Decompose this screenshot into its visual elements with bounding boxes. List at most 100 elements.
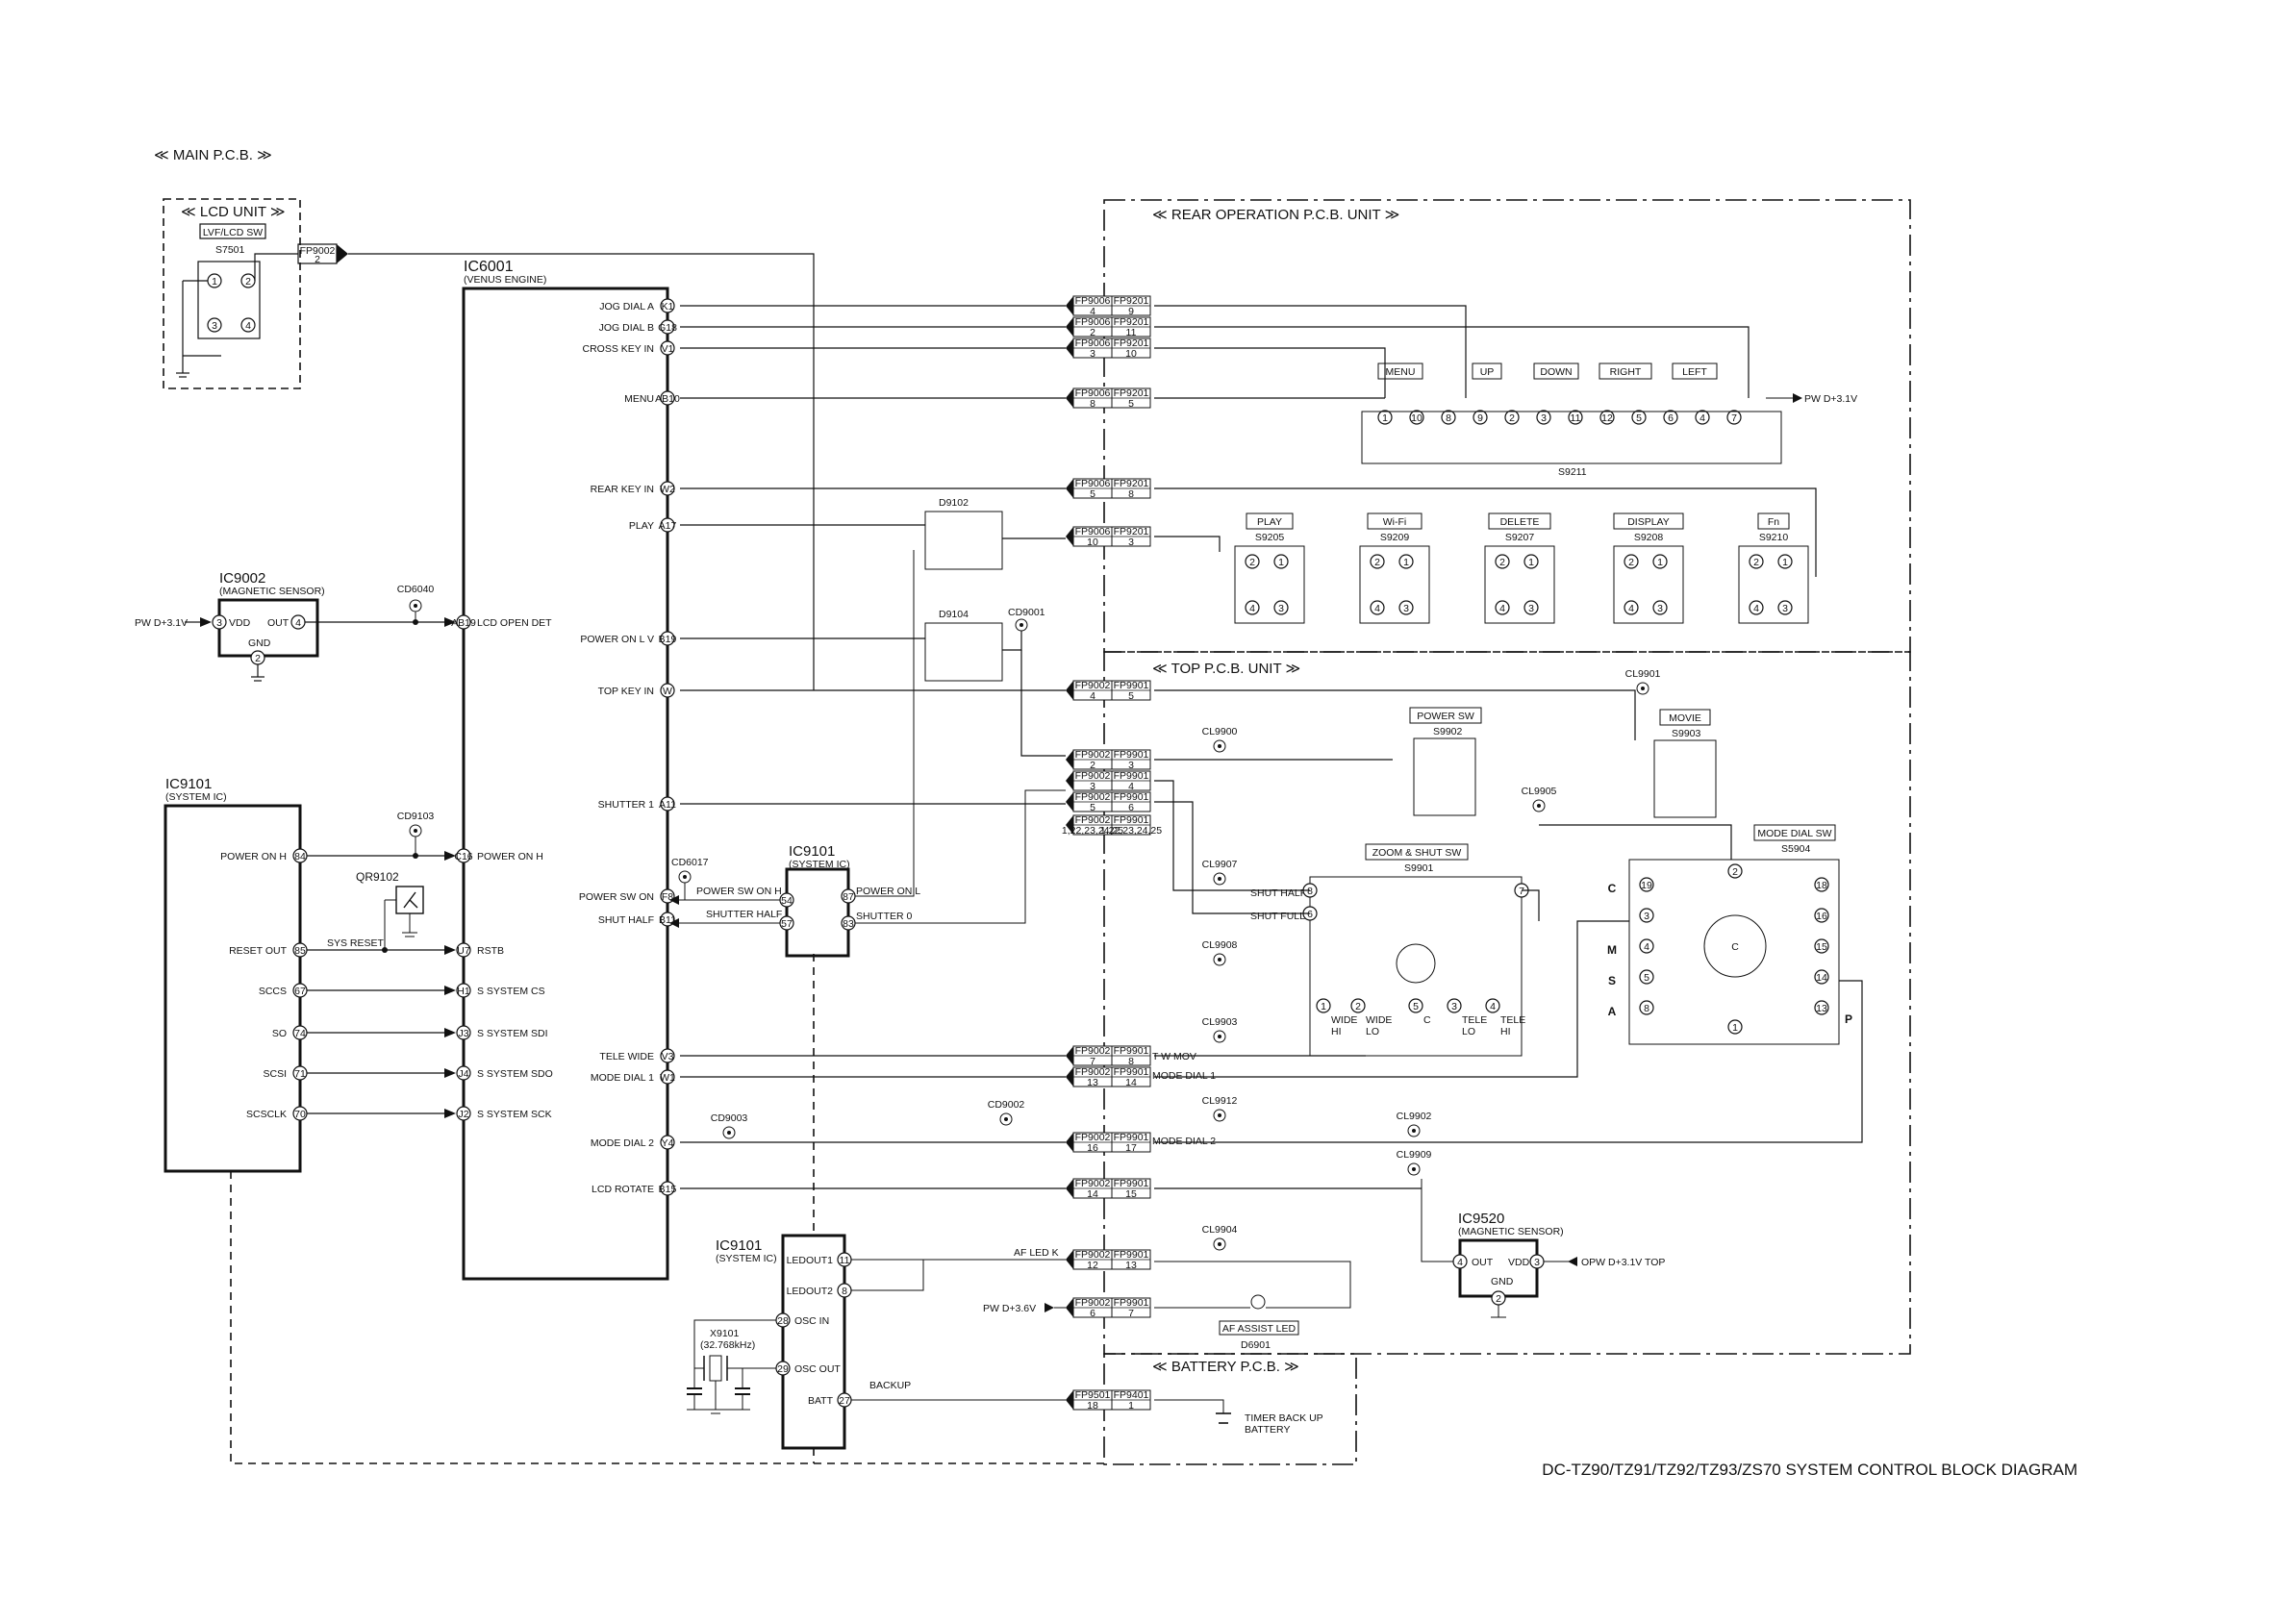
rear-button-pin [1370, 600, 1385, 615]
rear-key-menu: MENU [1386, 366, 1416, 378]
rear-button-ref: S9207 [1505, 532, 1535, 543]
svg-text:3: 3 [1534, 1257, 1540, 1268]
rear-key-pin [1441, 410, 1456, 425]
rear-button-pin-num: 4 [1499, 603, 1505, 614]
rear-button-pin [1652, 600, 1668, 615]
connector-a-label: FP9002 [1075, 749, 1111, 761]
power-sw-on-h-label: POWER SW ON H [696, 886, 782, 897]
connector-b-label: FP9201 [1114, 526, 1149, 537]
rear-button-pin [1495, 600, 1510, 615]
movie-label: MOVIE [1669, 712, 1701, 724]
ic6001-pin-label: JOG DIAL A [599, 301, 654, 312]
connector-arrow [1066, 479, 1073, 498]
ic9101-bottom-pin-label: OSC IN [794, 1315, 829, 1327]
ic6001-pin-label: LCD OPEN DET [477, 617, 552, 629]
connector-b-pin: 1,22,23,24,25 [1100, 825, 1162, 837]
mode-dial-center: C [1731, 941, 1739, 953]
test-point-label: CL9907 [1202, 859, 1238, 870]
ic6001-pin [660, 390, 675, 406]
rear-button-box [1488, 512, 1551, 530]
connector-b-label: FP9901 [1114, 749, 1149, 761]
s5904-ref: S5904 [1781, 843, 1811, 855]
signal-traces [680, 305, 1863, 1189]
battery-label: BATTERY [1245, 1424, 1290, 1436]
connector-a-pin: 5 [1090, 802, 1095, 813]
connector-a-pin: 4 [1090, 306, 1095, 317]
zoom-bottom-label: LO [1462, 1026, 1475, 1037]
ic6001-sub: (VENUS ENGINE) [464, 274, 546, 286]
d9102-label: D9102 [939, 497, 969, 509]
connector-b-label: FP9201 [1114, 478, 1149, 489]
ic6001-pin [456, 1065, 471, 1081]
power-sw-label: POWER SW [1417, 711, 1474, 722]
connector-b-pin: 3 [1128, 537, 1134, 548]
mode-dial-pin [1639, 969, 1654, 985]
ic6001-pin-label: SHUTTER 1 [598, 799, 655, 811]
connector-a-label: FP9002 [1075, 1297, 1111, 1309]
connector-a-label: FP9006 [1075, 526, 1111, 537]
connector-arrow [1066, 1250, 1073, 1269]
connector-arrow [1066, 1133, 1073, 1152]
mode-dial-pin [1639, 908, 1654, 923]
shut-full-label: SHUT FULL [1250, 911, 1305, 922]
trace-arrow [444, 1109, 456, 1118]
cd6040-label: CD6040 [397, 584, 435, 595]
ic9101-main-pin-label: SCSI [263, 1068, 287, 1080]
connector-b-pin: 1 [1128, 1400, 1134, 1412]
connector-a-label: FP9002 [1075, 770, 1111, 782]
ic6001-pin-num: AB19 [451, 617, 476, 629]
connector-b-label: FP9901 [1114, 1045, 1149, 1057]
svg-text:OUT: OUT [1472, 1257, 1494, 1268]
ic6001-pin-num: A17 [659, 520, 677, 532]
connector-b-pin: 14 [1125, 1077, 1137, 1088]
rear-operation-frame [1103, 199, 1911, 653]
qr9102-label: QR9102 [356, 870, 399, 884]
svg-text:GND: GND [1491, 1276, 1514, 1287]
ic9002-name: IC9002 [219, 570, 265, 587]
d9104-label: D9104 [939, 609, 969, 620]
rear-button-body [1359, 545, 1430, 624]
connector-b-pin: 17 [1125, 1142, 1137, 1154]
svg-text:VDD: VDD [1508, 1257, 1530, 1268]
rear-key-pin [1377, 410, 1393, 425]
test-point-label: CL9912 [1202, 1095, 1238, 1107]
rear-button-pin-num: 2 [1499, 557, 1505, 568]
rear-button-pin [1749, 554, 1764, 569]
main-pcb-dashed-link [230, 1171, 1104, 1464]
rear-key-box [1377, 362, 1423, 380]
mode-dial-pin-num: 2 [1732, 866, 1738, 878]
rear-button-pin-num: 2 [1753, 557, 1759, 568]
connector-b-label: FP9901 [1114, 1249, 1149, 1261]
rear-key-pin [1663, 410, 1678, 425]
connector-b-label: FP9201 [1114, 316, 1149, 328]
cd9103-label: CD9103 [397, 811, 435, 822]
ic9101-bottom-pin-label: BATT [808, 1395, 834, 1407]
rear-button-pin-num: 2 [1374, 557, 1380, 568]
s7501-ref: S7501 [215, 244, 245, 256]
ic6001-pin [660, 1181, 675, 1196]
connector-a-label: FP9006 [1075, 295, 1111, 307]
mode-dial-pin-num: 5 [1644, 972, 1649, 984]
rear-button-label: Fn [1768, 516, 1779, 528]
trace-arrow [444, 1028, 456, 1037]
ic9101-bottom-pin-num: 27 [839, 1395, 850, 1407]
connector-a-pin: 14 [1087, 1188, 1098, 1200]
zoom-bottom-label: TELE [1500, 1014, 1525, 1026]
rear-key-pin-num: 10 [1411, 412, 1422, 424]
rear-button-pin [1624, 600, 1639, 615]
zoom-bottom-pin-num: 4 [1490, 1001, 1496, 1012]
rear-key-box [1599, 362, 1652, 380]
mode-dial-pin-num: 14 [1816, 972, 1827, 984]
connector-arrow [1066, 388, 1073, 408]
ic9101-bottom-name: IC9101 [716, 1237, 762, 1254]
rear-key-box [1533, 362, 1579, 380]
test-point-dot [1218, 744, 1221, 748]
rear-button-pin-num: 1 [1782, 557, 1788, 568]
rear-button-label: DELETE [1500, 516, 1540, 528]
